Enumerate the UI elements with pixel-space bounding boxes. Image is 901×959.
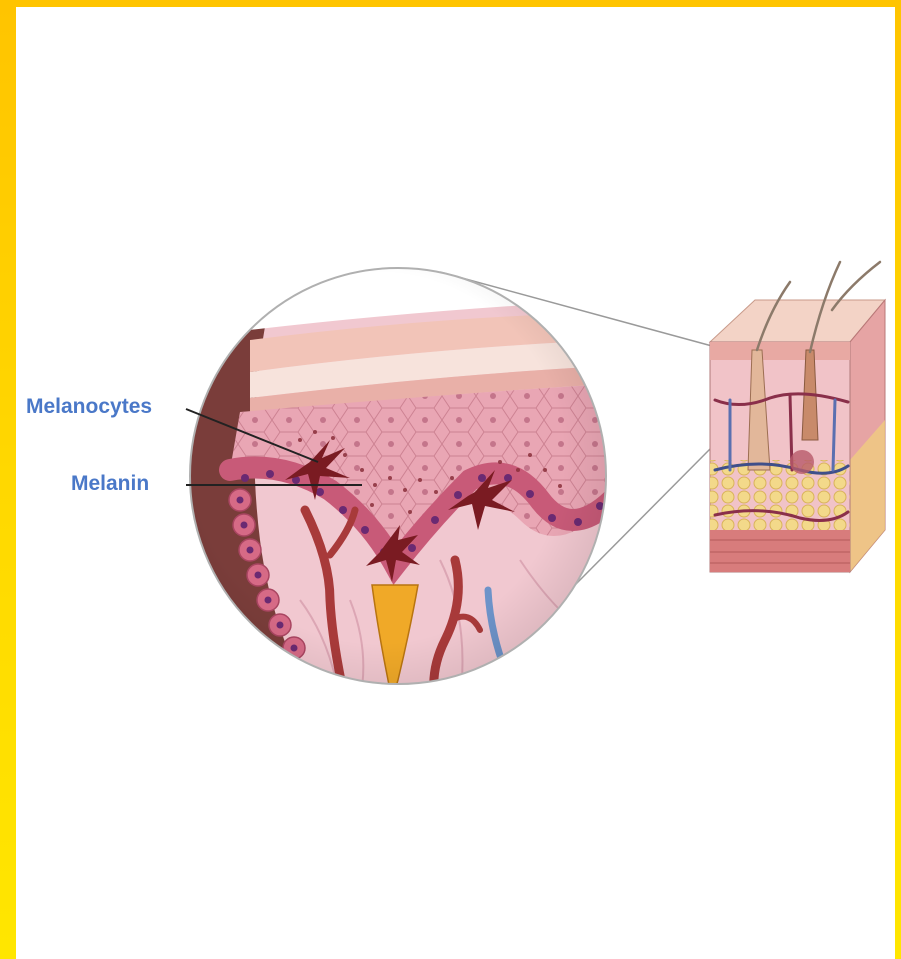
magnified-skin-section bbox=[180, 260, 620, 700]
melanin-label: Melanin bbox=[71, 472, 149, 496]
skin-block bbox=[710, 262, 885, 572]
melanocytes-label: Melanocytes bbox=[26, 395, 152, 419]
